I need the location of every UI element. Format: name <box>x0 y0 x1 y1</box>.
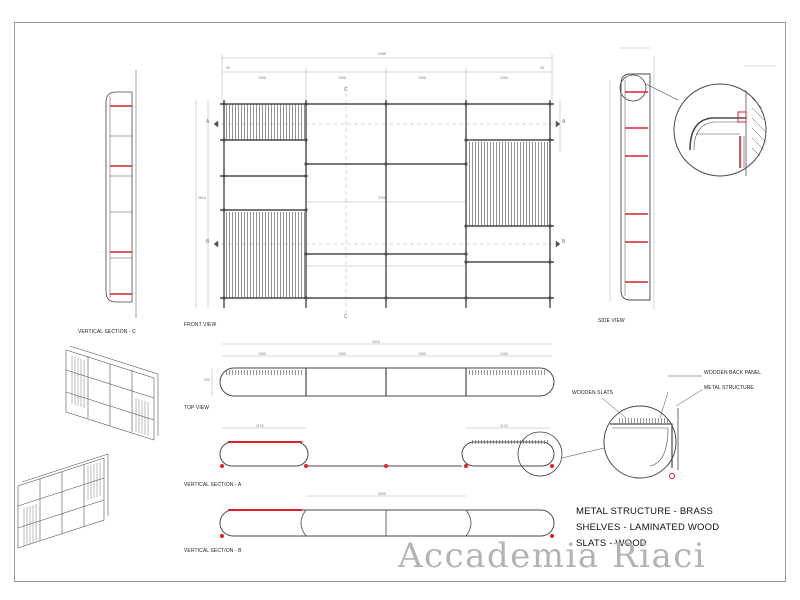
dim-top-bay-3: 1050 <box>418 352 426 356</box>
marker-b-right: B <box>562 239 566 245</box>
dim-bay-2: 1050 <box>338 76 346 80</box>
vertical-section-c-drawing <box>105 70 137 318</box>
dim-post-gap-1: 25 <box>226 66 230 70</box>
dim-top-bay-1: 1050 <box>258 352 266 356</box>
callout-wooden-slats: WOODEN SLATS <box>572 390 614 396</box>
dim-bay-1: 1050 <box>258 76 266 80</box>
dim-overall-width: 4288 <box>378 52 386 56</box>
dim-top-bay-2: 1050 <box>338 352 346 356</box>
dim-overall-height: 2615 <box>198 196 206 200</box>
dim-bay-4: 1050 <box>500 76 508 80</box>
front-view-drawing <box>195 54 561 318</box>
marker-b-left: B <box>206 239 210 245</box>
vertical-section-a-drawing <box>219 375 703 479</box>
marker-a-left: A <box>206 119 210 125</box>
side-view-drawing <box>609 47 776 310</box>
top-view-drawing <box>211 343 555 397</box>
label-top-view: TOP VIEW <box>184 405 210 411</box>
dim-top-overall: 4410 <box>372 340 380 344</box>
callout-wooden-back-panel: WOODEN BACK PANEL <box>704 370 762 376</box>
label-vertical-section-a: VERTICAL SECTION - A <box>184 482 242 488</box>
dim-lower-span: 3299 <box>378 492 386 496</box>
material-shelves: SHELVES - LAMINATED WOOD <box>576 522 720 533</box>
sheet-frame <box>14 22 786 582</box>
dim-bay-3: 1050 <box>418 76 426 80</box>
dim-depth: 420 <box>204 378 210 382</box>
label-vertical-section-c: VERTICAL SECTION - C <box>78 329 136 335</box>
watermark: Accademia Riaci <box>398 536 707 576</box>
label-front-view: FRONT VIEW <box>184 322 217 328</box>
label-side-view: SIDE VIEW <box>598 318 625 324</box>
label-vertical-section-b: VERTICAL SECTION - B <box>184 548 242 554</box>
dim-slat-run-left: 1176 <box>256 424 264 428</box>
dim-middle-span: 3700 <box>378 196 386 200</box>
callout-metal-structure: METAL STRUCTURE <box>704 385 754 391</box>
marker-c-bottom: C <box>344 314 348 320</box>
vertical-section-b-drawing <box>219 495 555 538</box>
section-markers <box>213 120 561 248</box>
dim-slat-run-right: 1176 <box>500 424 508 428</box>
dim-post-gap-2: 25 <box>540 66 544 70</box>
axonometric-views <box>17 345 159 549</box>
material-metal-structure: METAL STRUCTURE - BRASS <box>576 506 714 517</box>
material-slats: SLATS - WOOD <box>576 538 647 549</box>
dim-top-bay-4: 1050 <box>500 352 508 356</box>
marker-a-right: A <box>562 119 566 125</box>
marker-c-top: C <box>344 87 348 93</box>
